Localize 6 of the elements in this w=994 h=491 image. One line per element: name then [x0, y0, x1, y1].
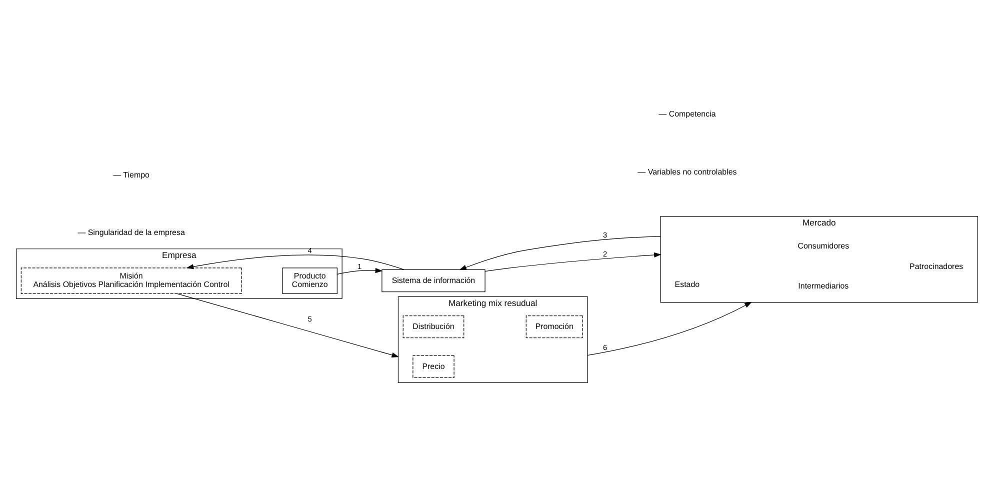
arrow: [459, 236, 661, 270]
arrow: [587, 302, 752, 356]
arrow: [176, 293, 400, 358]
arrow: [484, 252, 662, 272]
arrow: [337, 268, 383, 274]
arrow: [186, 254, 404, 270]
